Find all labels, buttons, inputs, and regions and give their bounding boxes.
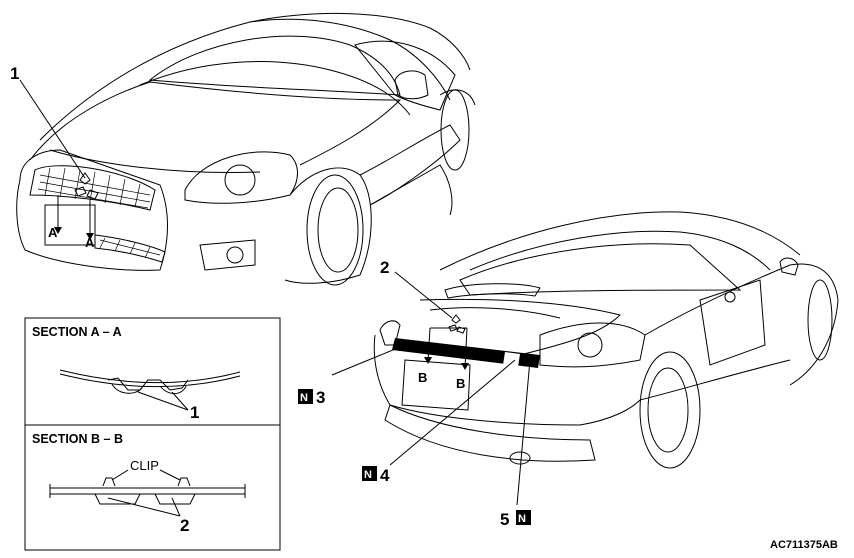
- n-badge-5-letter: N: [518, 513, 526, 525]
- front-grille-mesh: [37, 167, 151, 209]
- n-badge-3-letter: N: [300, 392, 308, 404]
- leader-rear-5: [516, 359, 531, 506]
- callout-rear-5: 5: [500, 510, 509, 529]
- section-letter-b-left: B: [418, 370, 427, 385]
- front-emblem: [74, 172, 99, 200]
- section-bb-title: SECTION B – B: [32, 432, 123, 446]
- n-badge-4: [362, 466, 377, 481]
- callout-section-aa-1: 1: [190, 403, 199, 422]
- front-car-rear-wheel: [440, 89, 470, 171]
- n-badge-3: [298, 389, 313, 404]
- rear-tail-light: [539, 322, 646, 368]
- clip-left: [102, 477, 116, 487]
- front-license-plate: [44, 204, 96, 246]
- section-aa-drawing: [59, 369, 241, 411]
- leader-front-1: [19, 79, 86, 179]
- section-letter-b-right: B: [456, 376, 465, 391]
- section-panel-frame: [24, 317, 281, 551]
- n-badge-5: [516, 510, 531, 525]
- section-panel: SECTION A – A 1 SECTION B – B CLIP 2: [24, 317, 281, 551]
- section-letter-a-left: A: [48, 225, 58, 240]
- section-bb-drawing: [49, 469, 246, 517]
- callout-rear-4: 4: [380, 466, 390, 485]
- rear-car-wheel: [639, 351, 701, 469]
- rear-window: [459, 243, 742, 296]
- section-marker-b-right: [464, 327, 468, 369]
- leader-rear-3: [331, 344, 406, 376]
- callout-rear-2: 2: [380, 258, 389, 277]
- n-badge-4-letter: N: [364, 469, 372, 481]
- callout-section-bb-2: 2: [180, 516, 189, 535]
- front-car-drawing: [16, 12, 476, 286]
- clip-label: CLIP: [130, 458, 159, 473]
- callout-front-1: 1: [10, 64, 19, 83]
- rear-car-drawing: [331, 211, 839, 506]
- figure-code: AC711375AB: [770, 539, 838, 551]
- section-letter-a-right: A: [85, 235, 95, 250]
- front-headlight: [184, 151, 298, 204]
- leader-rear-2: [394, 271, 453, 319]
- exhaust-tip: [509, 451, 531, 465]
- clip-right: [177, 477, 191, 487]
- rear-license-plate: [401, 359, 471, 411]
- front-wheel: [306, 174, 364, 286]
- section-marker-b-left: [427, 327, 431, 363]
- callout-rear-3: 3: [316, 388, 325, 407]
- section-aa-title: SECTION A – A: [32, 325, 122, 339]
- leader-rear-4: [389, 359, 516, 466]
